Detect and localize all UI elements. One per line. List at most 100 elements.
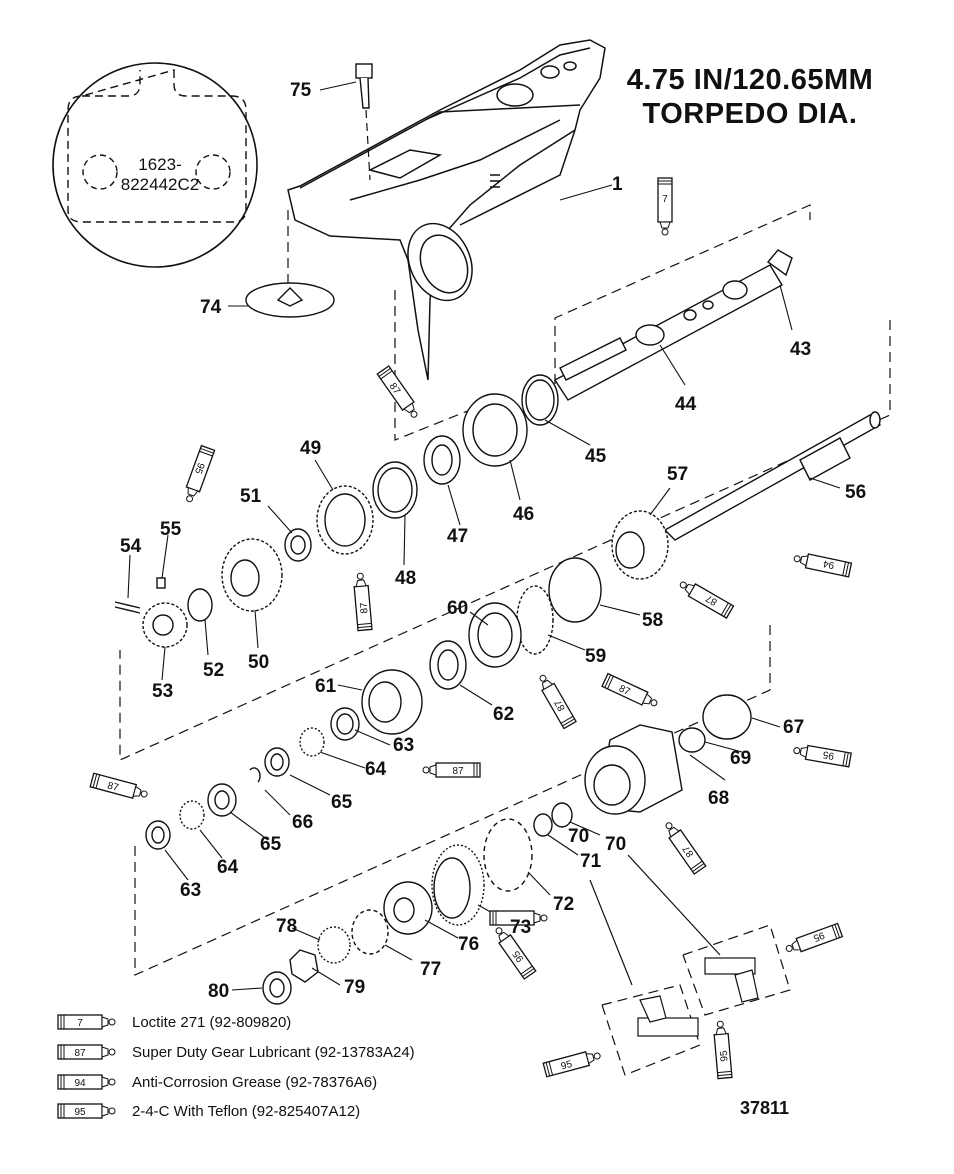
callout-62: 62 <box>493 704 514 725</box>
legend-row: 2-4-C With Teflon (92-825407A12) <box>124 1100 360 1122</box>
callout-76: 76 <box>458 934 479 955</box>
callout-65: 65 <box>331 792 353 813</box>
tube-87: 87 <box>534 671 577 730</box>
tube-95: 95 <box>490 923 537 980</box>
figure-number: 37811 <box>740 1098 790 1118</box>
callout-47: 47 <box>447 526 468 547</box>
callout-71: 71 <box>580 851 602 872</box>
tube-95: 95 <box>712 1019 733 1080</box>
svg-text:94: 94 <box>822 557 836 570</box>
title-line-2: TORPEDO DIA. <box>642 98 858 130</box>
callout-70: 70 <box>568 826 589 847</box>
tube-87: 87 <box>352 571 373 632</box>
shift-cam-detail <box>589 854 791 1076</box>
callout-57: 57 <box>667 464 688 485</box>
svg-text:87: 87 <box>106 780 120 794</box>
tube-95: 95 <box>181 444 216 505</box>
legend-icons: 7 87 94 95 <box>57 1014 116 1119</box>
tube-87: 87 <box>601 673 661 712</box>
callout-63: 63 <box>180 880 201 901</box>
callout-72: 72 <box>553 894 574 915</box>
shift-shaft-assembly <box>553 249 793 401</box>
svg-text:95: 95 <box>822 748 835 761</box>
svg-text:94: 94 <box>74 1078 86 1089</box>
callout-43: 43 <box>790 339 811 360</box>
svg-text:87: 87 <box>704 592 720 607</box>
callout-77: 77 <box>420 959 441 980</box>
tube-87: 87 <box>676 576 735 619</box>
callout-75: 75 <box>290 80 312 101</box>
callout-48: 48 <box>395 568 416 589</box>
callout-68: 68 <box>708 788 729 809</box>
callout-70: 70 <box>605 834 626 855</box>
callout-79: 79 <box>344 977 365 998</box>
svg-text:87: 87 <box>359 601 371 613</box>
legend-text-94: Anti-Corrosion Grease (92-78376A6) <box>132 1073 378 1091</box>
forward-gear-group <box>114 528 312 648</box>
callout-67: 67 <box>783 717 804 738</box>
callout-66: 66 <box>292 812 313 833</box>
svg-text:7: 7 <box>77 1018 83 1029</box>
callout-64: 64 <box>217 857 239 878</box>
bearing-carrier-68 <box>584 694 752 815</box>
race-bearing-59-60 <box>468 585 554 668</box>
callout-49: 49 <box>300 438 321 459</box>
legend-row: Loctite 271 (92-809820) <box>124 1011 291 1033</box>
tube-95: 95 <box>792 742 852 768</box>
tube-95: 87 <box>660 818 707 875</box>
inset-detail: 1623- 822442C2 <box>52 62 258 268</box>
bearing-race-group <box>316 374 559 555</box>
callout-64: 64 <box>365 759 387 780</box>
svg-text:95: 95 <box>74 1107 86 1118</box>
svg-text:95: 95 <box>811 929 826 943</box>
callout-51: 51 <box>240 486 262 507</box>
callout-80: 80 <box>208 981 229 1002</box>
callout-78: 78 <box>276 916 297 937</box>
callout-60: 60 <box>447 598 468 619</box>
propeller-shaft <box>663 411 882 541</box>
tube-94: 94 <box>792 550 853 578</box>
bolt <box>355 63 373 109</box>
legend-row: Anti-Corrosion Grease (92-78376A6) <box>124 1071 377 1093</box>
gear-housing <box>287 39 606 381</box>
callout-44: 44 <box>675 394 697 415</box>
callout-73: 73 <box>510 917 531 938</box>
legend-row: Super Duty Gear Lubricant (92-13783A24) <box>124 1041 415 1063</box>
svg-text:95: 95 <box>560 1059 574 1073</box>
bearing-carrier-61-62 <box>361 640 467 735</box>
callout-50: 50 <box>248 652 269 673</box>
callout-59: 59 <box>585 646 606 667</box>
callout-labels: 1 43 44 45 46 47 48 49 50 51 52 53 54 55… <box>120 80 866 1002</box>
legend-text-87: Super Duty Gear Lubricant (92-13783A24) <box>132 1043 415 1061</box>
tube-95: 95 <box>783 922 844 957</box>
inset-part-number-2: 822442C2 <box>121 175 199 194</box>
callout-58: 58 <box>642 610 663 631</box>
callout-1: 1 <box>612 174 623 195</box>
tube-87: 87 <box>422 762 481 778</box>
callout-45: 45 <box>585 446 607 467</box>
callout-53: 53 <box>152 681 173 702</box>
svg-text:87: 87 <box>617 683 632 698</box>
svg-text:87: 87 <box>452 766 464 777</box>
legend-text-95: 2-4-C With Teflon (92-825407A12) <box>132 1102 361 1120</box>
svg-text:7: 7 <box>662 194 668 205</box>
callout-55: 55 <box>160 519 182 540</box>
callout-69: 69 <box>730 748 751 769</box>
tube-95: 95 <box>542 1047 603 1078</box>
callout-56: 56 <box>845 482 866 503</box>
retainer-group <box>431 802 573 926</box>
svg-text:87: 87 <box>553 697 568 713</box>
lubricant-tubes: 7 87 87 95 87 94 87 87 87 87 95 87 95 95… <box>89 177 853 1080</box>
anode <box>245 282 335 318</box>
nut-washer-group <box>262 881 433 1005</box>
svg-text:87: 87 <box>74 1048 86 1059</box>
callout-52: 52 <box>203 660 224 681</box>
callout-63: 63 <box>393 735 414 756</box>
legend-text-7: Loctite 271 (92-809820) <box>132 1013 292 1031</box>
callout-61: 61 <box>315 676 337 697</box>
callout-74: 74 <box>200 297 222 318</box>
tube-87: 87 <box>376 365 423 422</box>
reverse-gear <box>548 510 669 623</box>
callout-54: 54 <box>120 536 142 557</box>
